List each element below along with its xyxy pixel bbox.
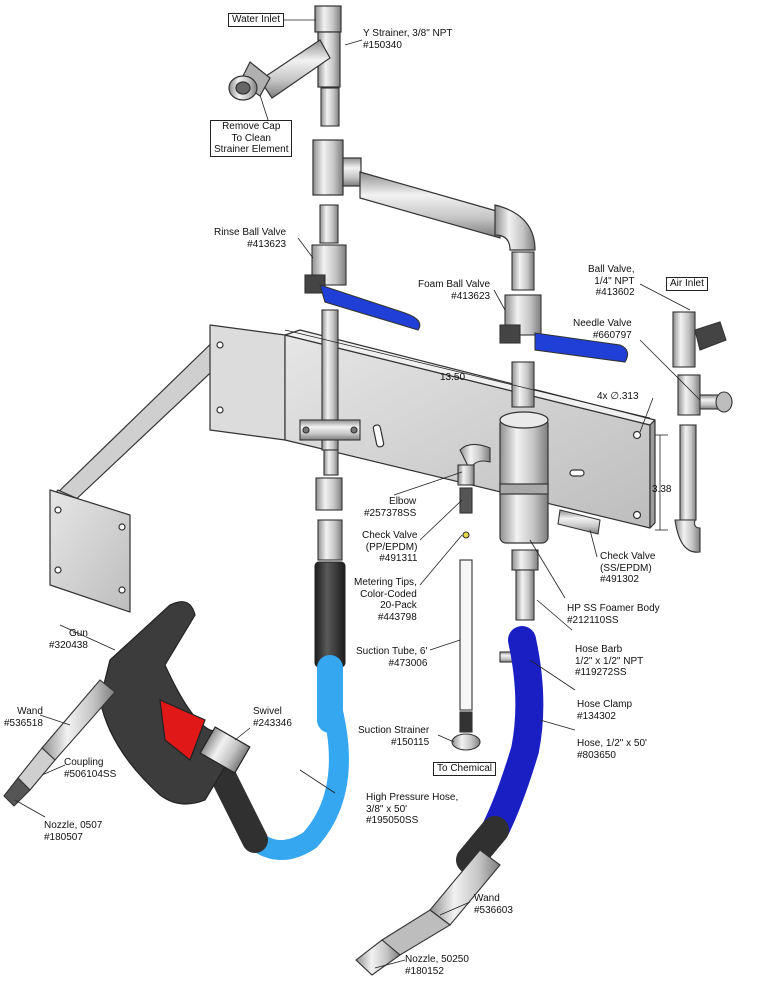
dimension-holes: 4x ∅.313 — [597, 391, 639, 402]
label-hose-barb: Hose Barb 1/2" x 1/2" NPT #119272SS — [575, 644, 644, 678]
rinse-ball-valve — [299, 204, 421, 561]
remove-cap-line-2: To Clean — [231, 132, 271, 144]
spray-gun — [99, 601, 251, 805]
label-nozzle-50250: Nozzle, 50250 #180152 — [405, 954, 469, 977]
label-needle-valve: Needle Valve #660797 — [573, 318, 632, 341]
y-strainer — [228, 5, 342, 101]
label-coupling: Coupling #506104SS — [64, 757, 117, 780]
rinse-nipple-upper — [320, 87, 340, 127]
label-foamer-body: HP SS Foamer Body #212110SS — [567, 603, 660, 626]
left-wand — [3, 679, 116, 807]
hp-ss-foamer-body — [499, 411, 549, 544]
remove-cap-line-3: Strainer Element — [214, 144, 289, 155]
label-rinse-ball-valve: Rinse Ball Valve #413623 — [214, 227, 287, 250]
label-wand-left: Wand #536518 — [4, 706, 43, 729]
label-suction-tube: Suction Tube, 6' #473006 — [356, 646, 428, 669]
label-metering-tips: Metering Tips, Color-Coded 20-Pack #4437… — [354, 577, 417, 623]
high-pressure-hose — [207, 561, 349, 860]
label-elbow: Elbow #257378SS — [364, 496, 417, 519]
label-hose-half-inch: Hose, 1/2" x 50' #803650 — [577, 738, 647, 761]
dimension-lines — [284, 329, 668, 531]
remove-cap-line-1: Remove Cap — [222, 121, 281, 132]
to-chemical-callout: To Chemical — [433, 762, 497, 776]
label-hp-hose: High Pressure Hose, 3/8" x 50' #195050SS — [366, 792, 459, 826]
dimension-width: 13.50 — [440, 372, 466, 383]
label-gun: Gun #320438 — [49, 628, 88, 651]
remove-cap-callout: Remove Cap To Clean Strainer Element — [210, 120, 293, 157]
water-inlet-callout: Water Inlet — [228, 13, 284, 27]
label-y-strainer: Y Strainer, 3/8" NPT #150340 — [363, 28, 453, 51]
label-nozzle-0507: Nozzle, 0507 #180507 — [44, 820, 103, 843]
label-suction-strainer: Suction Strainer #150115 — [358, 725, 430, 748]
label-foam-ball-valve: Foam Ball Valve #413623 — [418, 279, 491, 302]
label-ball-valve: Ball Valve, 1/4" NPT #413602 — [588, 264, 635, 298]
label-check-valve-ss: Check Valve (SS/EPDM) #491302 — [600, 551, 656, 585]
leader-lines — [14, 19, 701, 969]
tee-and-elbow — [312, 139, 536, 251]
half-inch-foam-hose — [456, 626, 544, 874]
chemical-suction-line — [451, 443, 491, 751]
check-valve-ss — [557, 509, 601, 535]
air-inlet-assembly — [672, 311, 733, 553]
label-hose-clamp: Hose Clamp #134302 — [577, 699, 633, 722]
mounting-bracket — [49, 324, 656, 613]
right-wand — [355, 849, 501, 976]
label-check-valve-pp: Check Valve (PP/EPDM) #491311 — [362, 530, 418, 564]
label-swivel: Swivel #243346 — [253, 706, 292, 729]
label-wand-right: Wand #536603 — [474, 893, 513, 916]
air-inlet-callout: Air Inlet — [666, 277, 708, 291]
foam-ball-valve — [499, 251, 629, 408]
dimension-height: 3.38 — [652, 484, 672, 495]
